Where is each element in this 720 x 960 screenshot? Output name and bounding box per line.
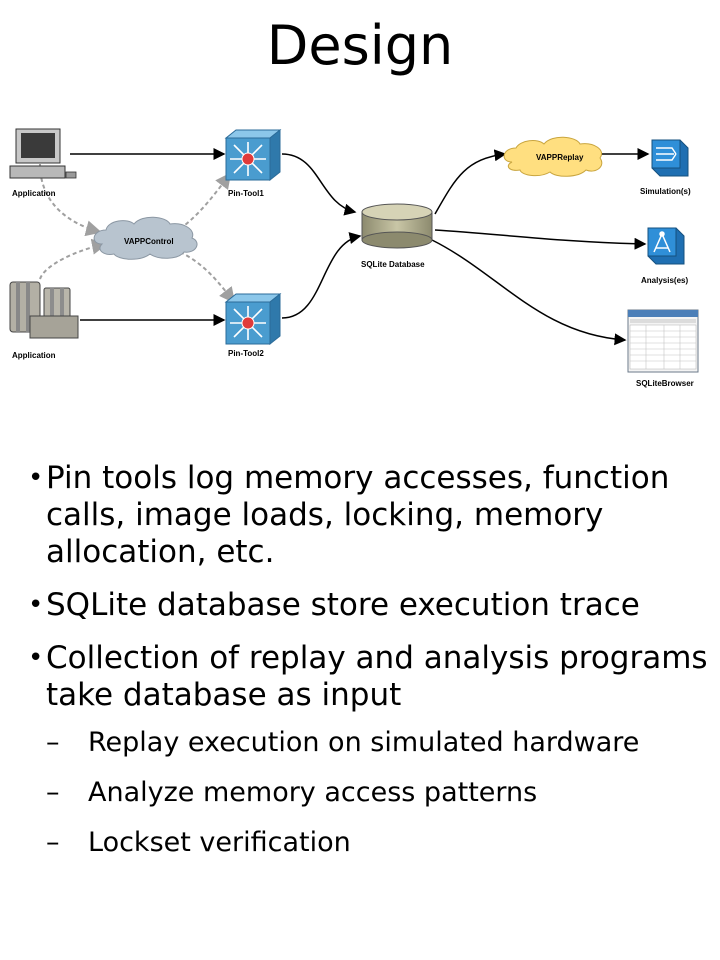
- edge-db-analysis: [434, 229, 647, 250]
- sub-bullet-text: Lockset verification: [88, 827, 351, 858]
- server-icon: [9, 281, 79, 339]
- edge-db-browser: [431, 239, 627, 346]
- edge-pin1-db: [281, 153, 357, 216]
- router-icon: [224, 292, 282, 346]
- dashed-connectors: [39, 163, 236, 304]
- simulation-label: Simulation(s): [640, 187, 691, 196]
- control-label: VAPPControl: [124, 237, 174, 246]
- router-icon: [224, 128, 282, 182]
- replay-label: VAPPReplay: [536, 153, 584, 162]
- sub-bullet-marker: –: [46, 777, 60, 808]
- simulation-icon: [651, 139, 689, 177]
- edge-control-pin2: [179, 251, 236, 304]
- app2-label: Application: [12, 351, 56, 360]
- database-icon: [361, 203, 433, 249]
- edge-control-pin1: [179, 172, 232, 230]
- bullet-marker: •: [28, 463, 44, 493]
- bullet-list: • Pin tools log memory accesses, functio…: [28, 460, 708, 876]
- sub-bullet-marker: –: [46, 827, 60, 858]
- bullet-item: • Pin tools log memory accesses, functio…: [28, 460, 708, 571]
- edge-app1-control: [39, 163, 102, 237]
- sub-bullet-item: – Lockset verification: [28, 826, 708, 860]
- sub-bullet-item: – Analyze memory access patterns: [28, 776, 708, 810]
- analysis-icon: [647, 227, 685, 265]
- edge-db-replay: [434, 149, 507, 215]
- browser-label: SQLiteBrowser: [636, 379, 694, 388]
- edge-app2-control: [39, 238, 108, 280]
- db-label: SQLite Database: [361, 260, 425, 269]
- analysis-label: Analysis(es): [641, 276, 688, 285]
- bullet-marker: •: [28, 590, 44, 620]
- sub-bullet-marker: –: [46, 727, 60, 758]
- pin1-label: Pin-Tool1: [228, 189, 264, 198]
- bullet-marker: •: [28, 643, 44, 673]
- sub-bullet-item: – Replay execution on simulated hardware: [28, 726, 708, 760]
- bullet-text: Collection of replay and analysis progra…: [46, 640, 708, 713]
- app1-label: Application: [12, 189, 56, 198]
- bullet-item: • SQLite database store execution trace: [28, 587, 708, 624]
- solid-connectors: [70, 148, 650, 346]
- bullet-text: SQLite database store execution trace: [46, 587, 640, 623]
- bullet-item: • Collection of replay and analysis prog…: [28, 640, 708, 714]
- sub-bullet-text: Analyze memory access patterns: [88, 777, 538, 808]
- control-cloud-icon: [93, 216, 198, 260]
- pin2-label: Pin-Tool2: [228, 349, 264, 358]
- architecture-diagram: Application Application VAPPControl Pin-…: [9, 128, 699, 388]
- replay-cloud-icon: [503, 136, 603, 177]
- bullet-text: Pin tools log memory accesses, function …: [46, 460, 670, 570]
- sub-bullet-text: Replay execution on simulated hardware: [88, 727, 640, 758]
- slide-title: Design: [266, 14, 454, 77]
- browser-window-icon: [627, 309, 699, 373]
- edge-pin2-db: [281, 232, 362, 319]
- computer-icon: [9, 128, 77, 179]
